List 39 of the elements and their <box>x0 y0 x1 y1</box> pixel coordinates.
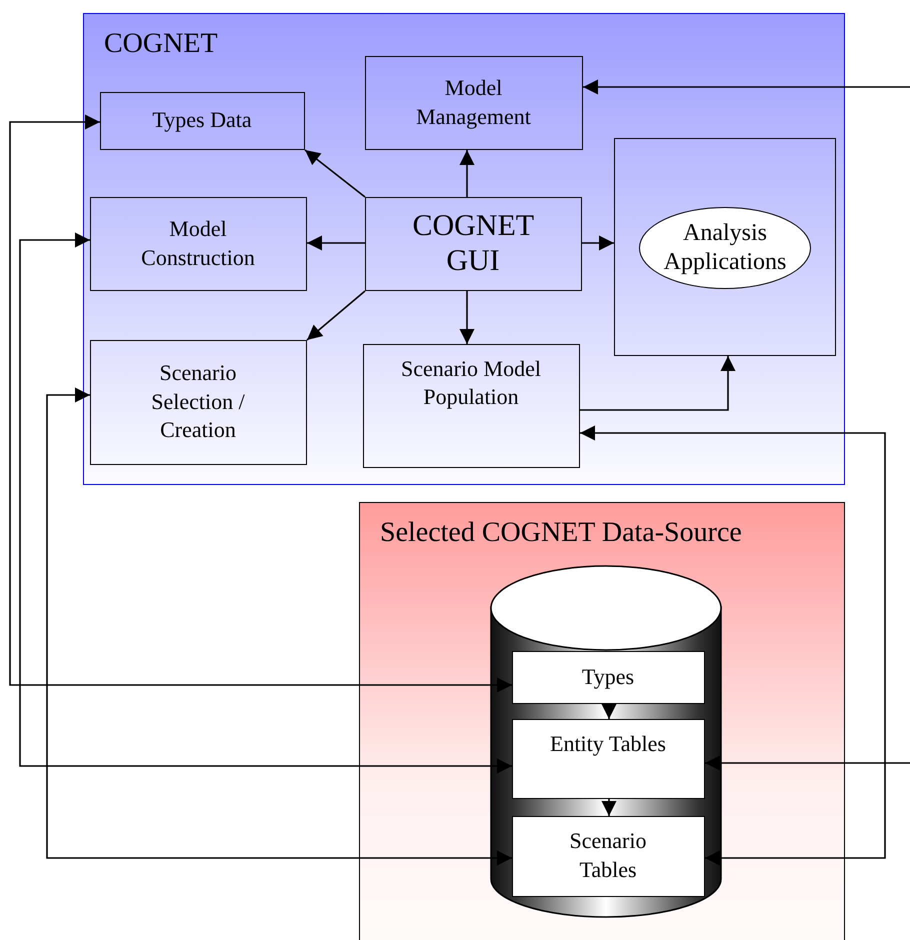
group-panel <box>83 13 845 485</box>
table-box <box>512 650 704 704</box>
arrow <box>306 290 366 341</box>
arrow <box>580 356 736 411</box>
process-box <box>90 340 306 464</box>
box-label: COGNET GUI <box>412 209 534 278</box>
box-label: Entity Tables <box>550 730 666 758</box>
table-box <box>512 816 704 896</box>
box-label: Scenario Model Population <box>400 354 542 412</box>
panel-title: COGNET <box>104 28 218 60</box>
arrow <box>460 150 474 197</box>
process-box <box>362 344 580 468</box>
box-label: Model Construction <box>140 214 256 272</box>
box-label: Types Data <box>152 106 252 134</box>
arrow <box>705 756 910 770</box>
box-label: Types <box>582 662 634 691</box>
arrow <box>602 799 616 816</box>
arrow <box>304 149 366 198</box>
arrow <box>9 114 512 692</box>
process-box <box>364 196 582 290</box>
box-label: Scenario Selection / Creation <box>150 359 246 444</box>
arrow <box>46 388 512 866</box>
arrow <box>460 291 474 344</box>
group-panel <box>359 502 845 940</box>
box-label: Model Management <box>415 74 532 131</box>
panel-title: Selected COGNET Data-Source <box>380 517 742 549</box>
process-box <box>100 92 304 150</box>
arrow <box>580 426 886 866</box>
arrow <box>582 236 614 250</box>
process-box <box>364 56 582 150</box>
arrow <box>19 232 512 774</box>
process-box <box>614 138 836 356</box>
arrow <box>583 80 910 94</box>
process-box <box>90 196 306 290</box>
arrow <box>602 704 616 719</box>
box-label: Scenario Tables <box>568 827 648 884</box>
arrow <box>307 236 365 250</box>
box-label: Analysis Applications <box>662 219 788 277</box>
table-box <box>512 718 704 798</box>
